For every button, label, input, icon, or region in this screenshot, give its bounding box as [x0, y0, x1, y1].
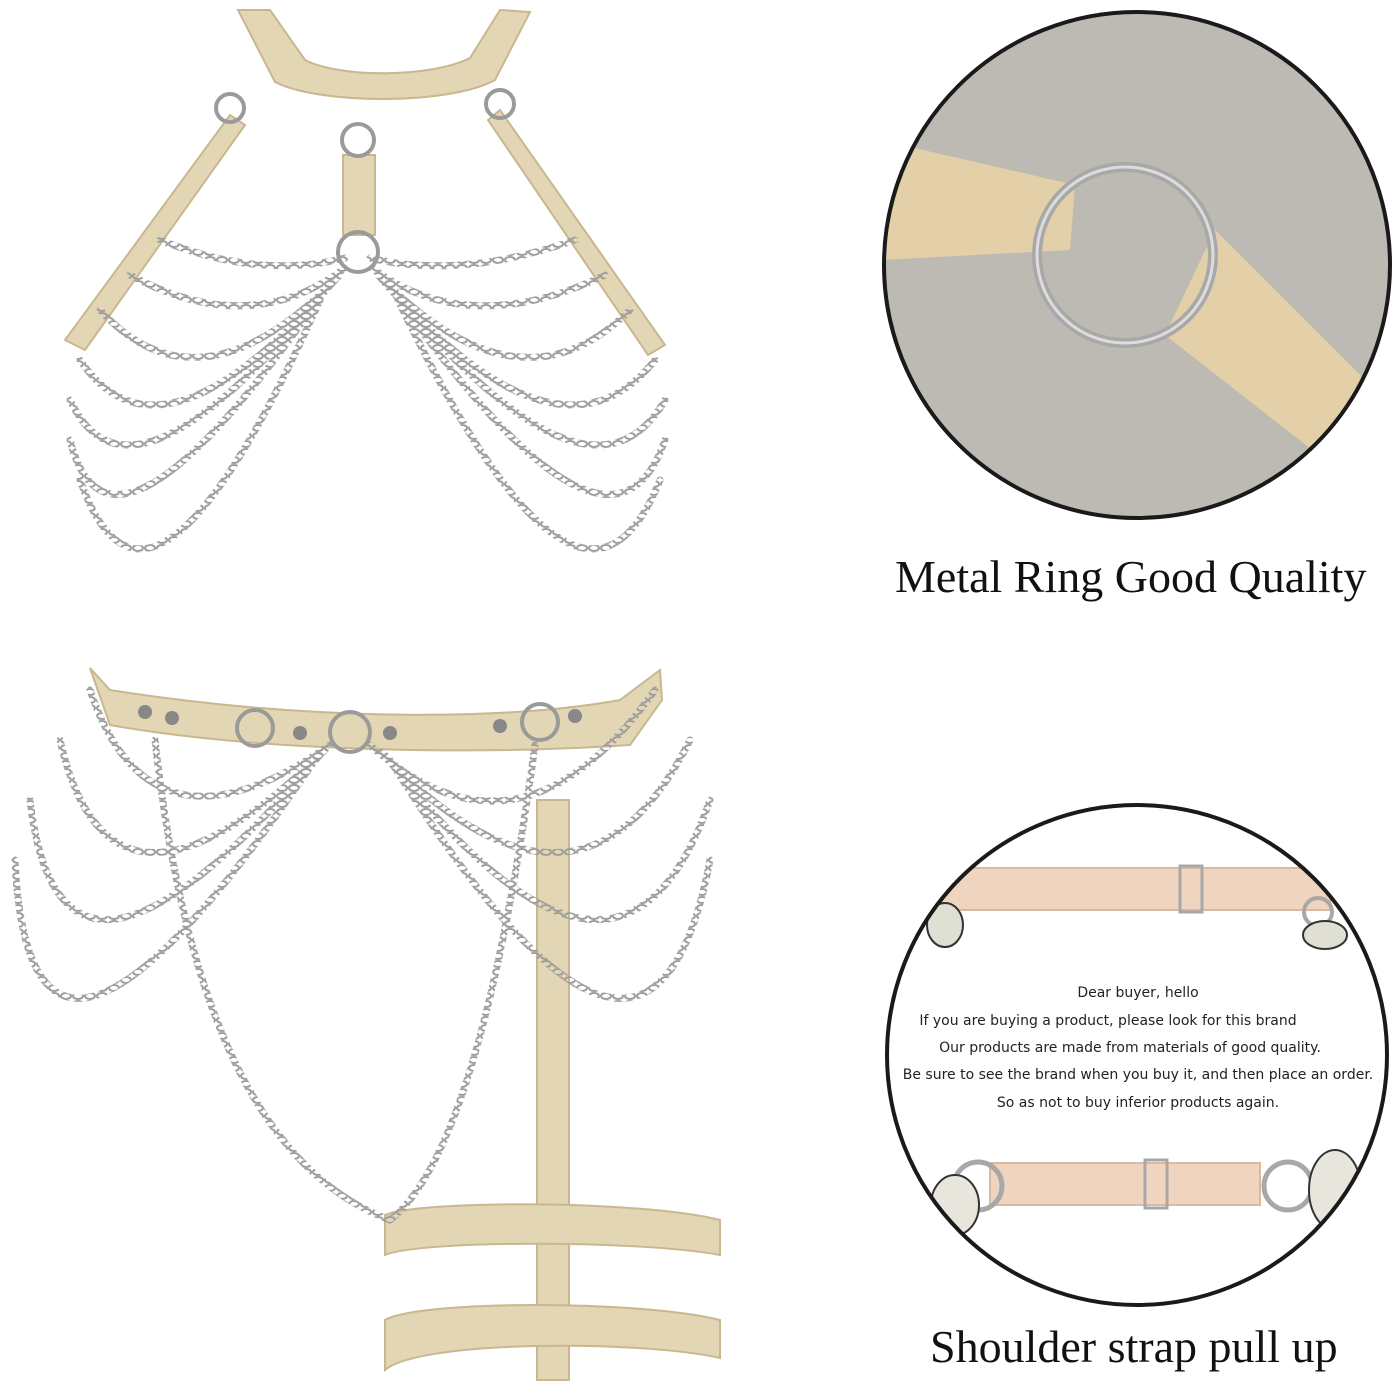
chain-harness-top-icon [63, 8, 669, 553]
metal-ring-detail-icon [882, 10, 1392, 520]
note-line: Dear buyer, hello [1077, 985, 1199, 1001]
caption-metal-ring: Metal Ring Good Quality [895, 551, 1367, 602]
adjustable-strap-detail-icon [885, 803, 1389, 1307]
note-line: If you are buying a product, please look… [919, 1013, 1297, 1029]
note-line: Our products are made from materials of … [939, 1040, 1321, 1056]
note-line: So as not to buy inferior products again… [996, 1095, 1280, 1111]
caption-shoulder-strap: Shoulder strap pull up [930, 1321, 1338, 1372]
note-line: Be sure to see the brand when you buy it… [902, 1067, 1374, 1083]
chain-harness-belt-icon [11, 667, 721, 1381]
